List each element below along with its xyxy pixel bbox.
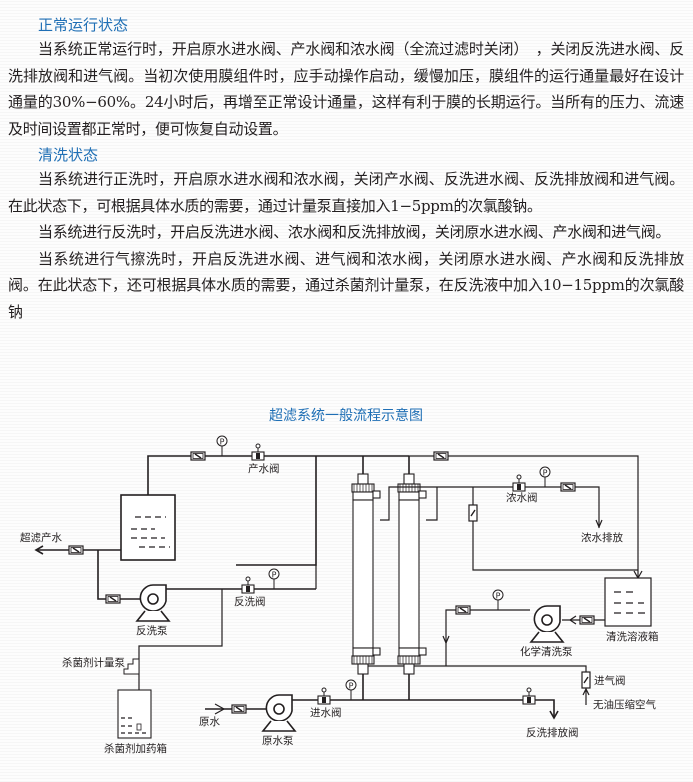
oil-free-air-label: 无油压缩空气 (593, 698, 656, 711)
uf-module-2 (397, 473, 427, 675)
concentrate-pressure-gauge (539, 466, 551, 488)
product-water-tank (120, 494, 176, 561)
arrow-cleaning-suction (568, 615, 577, 625)
backwash-suction-pipe (97, 550, 140, 600)
backwash-valve[interactable] (241, 576, 255, 594)
bypass-to-cleaning-tank-pipe (409, 455, 639, 577)
product-flow-meter (190, 451, 206, 461)
inlet-valve[interactable] (317, 687, 331, 705)
backwash-drain-valve-label: 反洗排放阀 (526, 726, 579, 739)
product-valve[interactable] (251, 443, 265, 461)
product-pressure-gauge (216, 435, 228, 457)
concentrate-valve[interactable] (512, 474, 526, 492)
paragraph-backwash: 当系统进行反洗时，开启反洗进水阀、浓水阀和反洗排放阀，关闭原水进水阀、产水阀和进… (38, 223, 671, 241)
air-inlet-valve[interactable] (581, 671, 591, 689)
outlet-flow-meter (68, 545, 84, 555)
section-heading-cleaning: 清洗状态 (38, 146, 99, 164)
backwash-valve-label: 反洗阀 (234, 595, 266, 608)
backwash-pump-label: 反洗泵 (136, 625, 168, 637)
biocide-dosing-pump[interactable] (123, 658, 140, 675)
biocide-tank-level (121, 717, 146, 734)
backwash-pump[interactable] (136, 584, 170, 622)
concentrate-drain-label: 浓水排放 (581, 531, 623, 544)
biocide-dosing-pump-label: 杀菌剂计量泵 (62, 656, 125, 669)
backwash-flow-meter (105, 594, 121, 604)
product-valve-label: 产水阀 (248, 462, 280, 475)
raw-water-pump-label: 原水泵 (262, 735, 294, 747)
recirculation-flow-meter (468, 504, 478, 522)
concentrate-drain-pipe (480, 486, 600, 528)
raw-water-label: 原水 (199, 716, 220, 728)
tank-water-level (131, 516, 170, 548)
cleaning-solution-tank (604, 577, 652, 627)
biocide-tank-label: 杀菌剂加药箱 (104, 742, 167, 755)
inlet-valve-label: 进水阀 (310, 706, 342, 719)
paragraph-air-scour: 当系统进行气擦洗时，开启反洗进水阀、进气阀和浓水阀，关闭原水进水阀、产水阀和反洗… (8, 249, 684, 321)
air-inlet-arrow (582, 687, 590, 705)
chemical-cleaning-return-pipe (445, 609, 486, 666)
arrow-raw-water (214, 703, 226, 715)
paragraph-forward-flush: 当系统进行正洗时，开启原水进水阀和浓水阀，关闭产水阀、反洗进水阀、反洗排放阀和进… (8, 170, 684, 215)
cleaning-tank-label: 清洗溶液箱 (606, 630, 659, 643)
raw-water-pump[interactable] (262, 694, 296, 732)
arrow-concentrate-drain (595, 519, 603, 529)
biocide-foot-valve (136, 723, 142, 731)
arrow-cleaning-return (442, 635, 450, 645)
bypass-flow-meter (433, 451, 449, 461)
air-scour-pipe (363, 665, 587, 684)
feed-pipe (292, 699, 555, 717)
uf-module-1 (351, 473, 381, 675)
cleaning-suction-flow-meter (579, 615, 595, 625)
cleaning-pressure-gauge (492, 589, 504, 611)
uf-process-flow-diagram: P 超滤系统一般流程示意图 产水阀 (20, 407, 659, 755)
cleaning-flow-meter (455, 605, 471, 615)
cleaning-tank-level (614, 591, 646, 614)
paragraph-normal-operation: 当系统正常运行时，开启原水进水阀、产水阀和浓水阀（全流过滤时关闭） ，关闭反洗进… (8, 40, 684, 138)
biocide-tank (117, 689, 152, 739)
section-heading-normal-operation: 正常运行状态 (38, 16, 129, 34)
backwash-pressure-gauge (268, 568, 280, 590)
feed-pressure-gauge (345, 679, 357, 701)
backwash-drain-valve[interactable] (522, 687, 536, 705)
raw-water-flow-meter (231, 704, 247, 714)
chemical-cleaning-pump-label: 化学清洗泵 (520, 645, 573, 658)
uf-product-water-label: 超滤产水 (20, 531, 62, 544)
arrow-backwash-drain (549, 710, 559, 720)
concentrate-flow-meter (560, 482, 576, 492)
diagram-title: 超滤系统一般流程示意图 (269, 407, 423, 424)
air-inlet-valve-label: 进气阀 (594, 674, 626, 687)
arrow-uf-product (34, 545, 44, 555)
document-body: 正常运行状态 当系统正常运行时，开启原水进水阀、产水阀和浓水阀（全流过滤时关闭）… (8, 14, 684, 325)
concentrate-valve-label: 浓水阀 (506, 491, 538, 504)
chemical-cleaning-pump[interactable] (530, 605, 564, 643)
